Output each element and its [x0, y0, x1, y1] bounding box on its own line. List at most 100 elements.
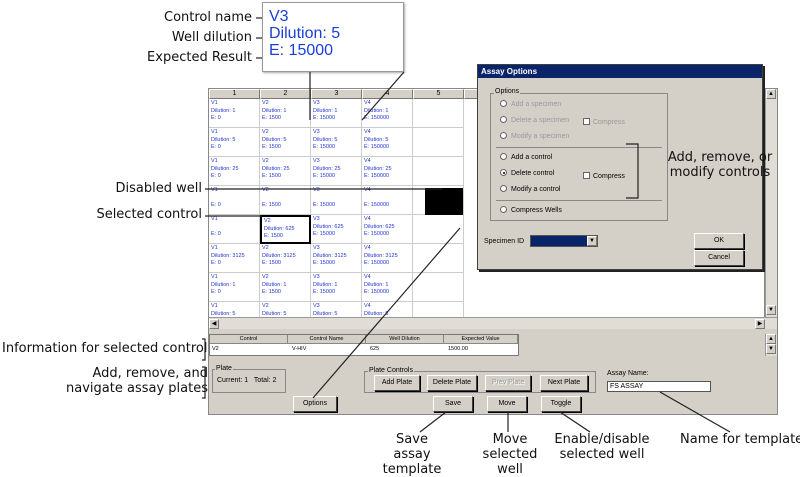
well-control-name: V1 [211, 158, 218, 164]
column-header-1[interactable]: 1 [209, 89, 260, 99]
save-button[interactable]: Save [433, 396, 473, 412]
empty-well[interactable] [413, 244, 464, 273]
info-header-control-name: Control Name [288, 335, 366, 344]
ok-button[interactable]: OK [694, 233, 744, 249]
well-dilution: Dilution: 5 [313, 136, 338, 143]
annotation-name-template: Name for template [680, 432, 800, 447]
info-value-control-name: V-HIV [292, 346, 307, 352]
well-dilution: Dilution: 625 [313, 223, 344, 230]
add-plate-button[interactable]: Add Plate [374, 375, 420, 391]
info-scroll-down-icon[interactable]: ▼ [766, 344, 776, 354]
empty-well[interactable] [413, 302, 464, 317]
delete-control-radio[interactable]: Delete control [500, 169, 554, 178]
empty-well[interactable] [413, 99, 464, 128]
empty-well[interactable] [413, 128, 464, 157]
modify-specimen-radio[interactable]: Modify a specimen [500, 132, 569, 141]
grid-horizontal-scrollbar[interactable]: ◀ ▶ [209, 317, 777, 329]
modify-control-radio[interactable]: Modify a control [500, 185, 560, 194]
scroll-down-icon[interactable]: ▼ [766, 305, 776, 315]
info-scroll-up-icon[interactable]: ▲ [766, 334, 776, 344]
well-control-name: V3 [313, 216, 320, 222]
info-header-expected-value: Expected Value [444, 335, 518, 344]
dialog-divider [496, 147, 662, 148]
compress-wells-label: Compress Wells [511, 207, 562, 214]
disabled-well[interactable] [425, 188, 463, 215]
chevron-down-icon[interactable]: ▼ [587, 236, 597, 246]
prev-plate-button[interactable]: Prev Plate [485, 375, 531, 391]
dialog-divider [496, 200, 662, 201]
column-header-5[interactable]: 5 [413, 89, 464, 99]
info-scrollbar[interactable]: ▲ ▼ [765, 334, 777, 356]
compress-control-checkbox[interactable]: Compress [583, 172, 625, 181]
next-plate-button[interactable]: Next Plate [540, 375, 588, 391]
well-expected: E: 15000 [313, 231, 336, 237]
well-expected: E: 150000 [364, 115, 390, 121]
delete-plate-button[interactable]: Delete Plate [427, 375, 477, 391]
empty-well[interactable] [413, 273, 464, 302]
toggle-button[interactable]: Toggle [541, 396, 581, 412]
empty-well[interactable] [413, 157, 464, 186]
well-dilution: Dilution: 25 [211, 165, 239, 172]
add-specimen-radio[interactable]: Add a specimen [500, 100, 561, 109]
column-header-2[interactable]: 2 [260, 89, 311, 99]
well-expected: E: 1500 [262, 289, 281, 295]
scroll-left-icon[interactable]: ◀ [209, 319, 219, 329]
options-button[interactable]: Options [293, 396, 337, 412]
well-control-name: V4 [364, 303, 371, 309]
column-header-3[interactable]: 3 [311, 89, 362, 99]
well-control-name: V2 [262, 100, 269, 106]
compress-specimen-checkbox[interactable]: Compress [583, 118, 625, 127]
well-expected: E: 0 [211, 115, 221, 121]
scroll-right-icon[interactable]: ▶ [755, 319, 765, 329]
add-control-radio[interactable]: Add a control [500, 153, 552, 162]
move-button[interactable]: Move [487, 396, 527, 412]
well-control-name: V4 [364, 158, 371, 164]
specimen-id-select[interactable]: ▼ [530, 235, 598, 247]
well-control-name: V3 [313, 129, 320, 135]
cancel-button[interactable]: Cancel [694, 250, 744, 266]
annotation-selected-control: Selected control [96, 207, 202, 222]
well-control-name: V1 [211, 187, 218, 193]
assay-name-input[interactable]: FS ASSAY [607, 381, 711, 392]
empty-well[interactable] [413, 215, 464, 244]
delete-specimen-radio[interactable]: Delete a specimen [500, 116, 569, 125]
compress-wells-radio[interactable]: Compress Wells [500, 206, 562, 215]
plate-status: Current: 1 Total: 2 [217, 377, 277, 384]
scroll-up-icon[interactable]: ▲ [766, 89, 776, 99]
grid-vertical-scrollbar[interactable]: ▲ ▼ [765, 89, 777, 317]
column-header-4[interactable]: 4 [362, 89, 413, 99]
well-control-name: V2 [262, 245, 269, 251]
